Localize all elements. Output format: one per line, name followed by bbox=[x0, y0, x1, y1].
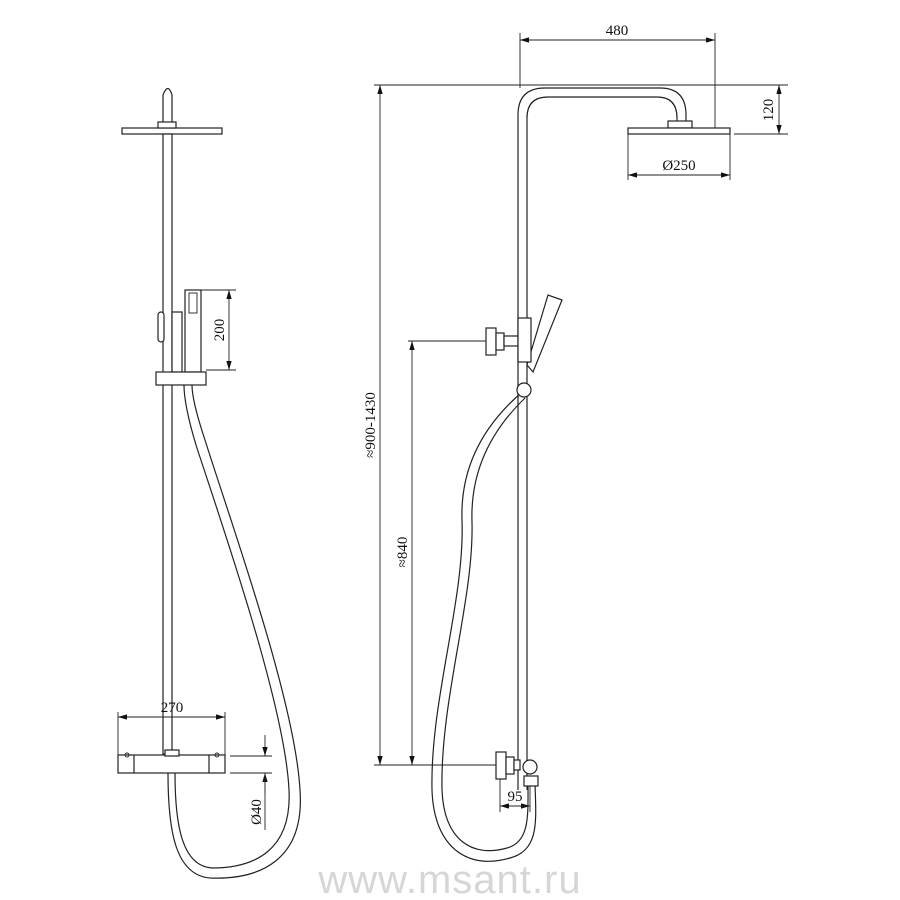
hose-outer bbox=[167, 384, 301, 879]
riser-pole bbox=[162, 133, 173, 755]
dim-mixer-to-bracket: ≈840 bbox=[395, 537, 411, 568]
slider-body bbox=[171, 311, 183, 373]
riser-arm-inner bbox=[526, 96, 678, 790]
head-connector bbox=[667, 120, 693, 129]
dim-head-reach: 480 bbox=[606, 23, 629, 39]
swivel-ball bbox=[516, 382, 532, 398]
slider bbox=[517, 317, 532, 363]
lower-wall-flange bbox=[495, 751, 507, 780]
dim-wall-offset: 95 bbox=[508, 789, 523, 805]
hose-inner bbox=[441, 397, 529, 852]
side-view: 480 120 Ø250 95 bbox=[363, 23, 788, 862]
rain-head-plate bbox=[121, 127, 223, 135]
slider-knob bbox=[157, 311, 165, 343]
hand-shower-nozzles bbox=[188, 292, 198, 314]
hose-inner bbox=[174, 384, 290, 869]
rain-head bbox=[627, 127, 731, 135]
hand-shower bbox=[184, 289, 202, 373]
riser-arm-outer bbox=[517, 87, 687, 790]
dim-head-diameter: Ø250 bbox=[662, 158, 695, 174]
shower-arm-top bbox=[162, 87, 173, 125]
upper-wall-flange bbox=[485, 327, 497, 356]
hand-shower bbox=[526, 294, 563, 374]
dim-head-height: 120 bbox=[761, 99, 777, 122]
front-view: 200 270 Ø40 bbox=[117, 87, 301, 879]
mixer-outlet-top bbox=[164, 749, 180, 757]
hose-outer bbox=[431, 392, 537, 862]
diverter-knob bbox=[522, 759, 538, 775]
dim-mixer-diameter: Ø40 bbox=[249, 799, 265, 825]
head-connector bbox=[157, 121, 177, 129]
dim-mixer-width: 270 bbox=[161, 700, 184, 716]
dim-handshower-length: 200 bbox=[212, 319, 228, 342]
hand-shower-holder bbox=[155, 371, 207, 386]
watermark: www.msant.ru bbox=[317, 858, 581, 900]
dim-total-height: ≈900-1430 bbox=[363, 392, 379, 458]
